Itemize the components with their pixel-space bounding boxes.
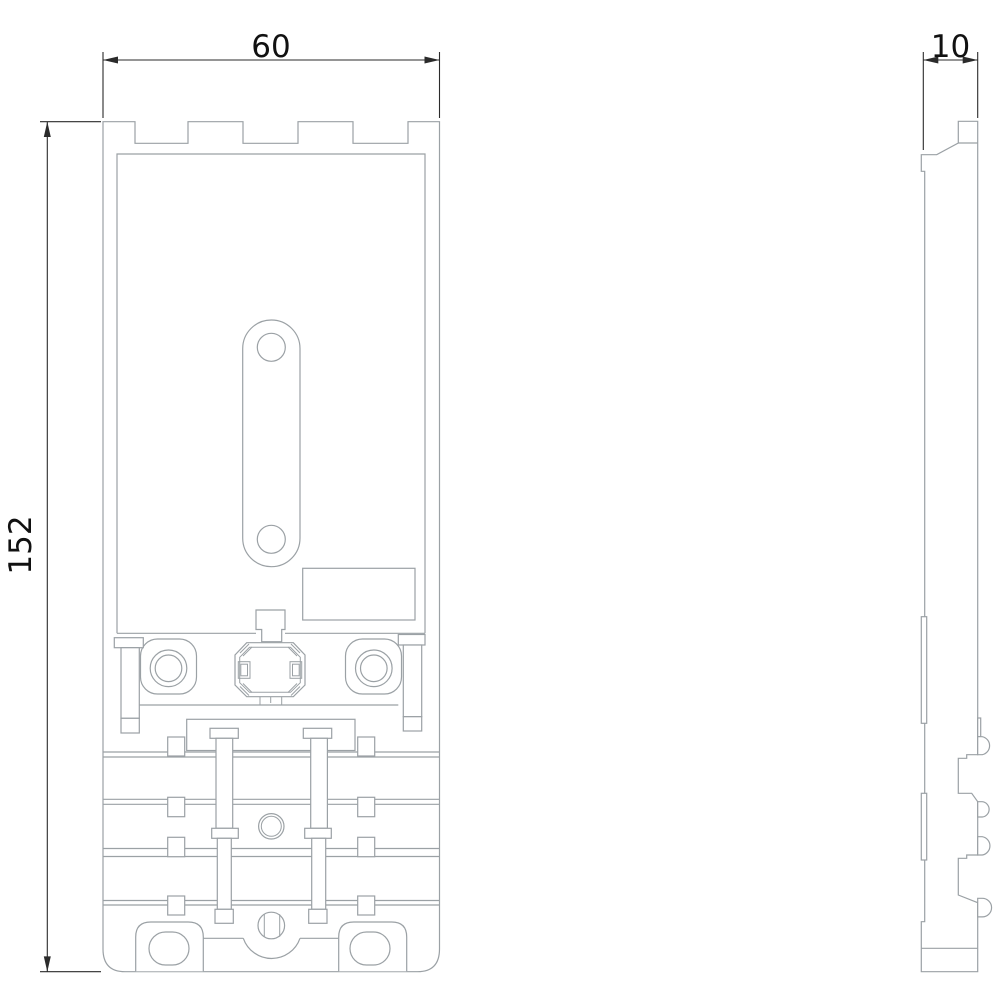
side-claws: [977, 736, 993, 918]
foot-left-slot: [148, 931, 190, 966]
dimension-width: 60: [102, 29, 441, 118]
arrow-left-icon: [923, 56, 939, 64]
band-clips: [167, 736, 376, 916]
clip-receptacle: [234, 642, 306, 705]
bottom-slotted-screw: [257, 911, 286, 940]
side-outline: [920, 120, 979, 973]
rail-left: [113, 637, 144, 734]
slot-hole-bottom: [256, 524, 286, 554]
screw-left: [209, 727, 239, 924]
dim-height-label: 152: [3, 515, 39, 574]
foot-left: [135, 921, 204, 972]
bottom-notch: [203, 937, 339, 960]
arrow-right-icon: [424, 56, 440, 64]
inner-panel: [116, 153, 426, 634]
front-view: [102, 121, 441, 973]
arrow-left-icon: [103, 56, 118, 64]
arrow-down-icon: [43, 956, 51, 972]
dim-depth-label: 10: [931, 29, 970, 65]
terminal-left: [139, 638, 198, 695]
terminal-right: [344, 638, 403, 695]
clip-corner-hatch: [239, 643, 301, 696]
side-rails: [920, 616, 928, 861]
clip-neck: [255, 609, 286, 643]
foot-right-slot: [349, 931, 391, 966]
side-view: [920, 120, 993, 973]
mounting-slot: [242, 319, 301, 568]
dim-width-label: 60: [251, 29, 290, 65]
side-rib: [977, 717, 982, 738]
arrow-up-icon: [43, 121, 51, 137]
screw-right: [302, 727, 333, 924]
center-hole: [257, 812, 285, 840]
band-lines: [103, 751, 440, 906]
dimension-depth: 10: [922, 29, 979, 150]
label-recess: [302, 567, 416, 621]
foot-right: [338, 921, 408, 972]
slot-hole-top: [256, 332, 286, 362]
front-outline: [102, 121, 441, 973]
arrow-right-icon: [962, 56, 978, 64]
rail-right: [397, 633, 426, 732]
dimension-height: 152: [3, 121, 101, 973]
